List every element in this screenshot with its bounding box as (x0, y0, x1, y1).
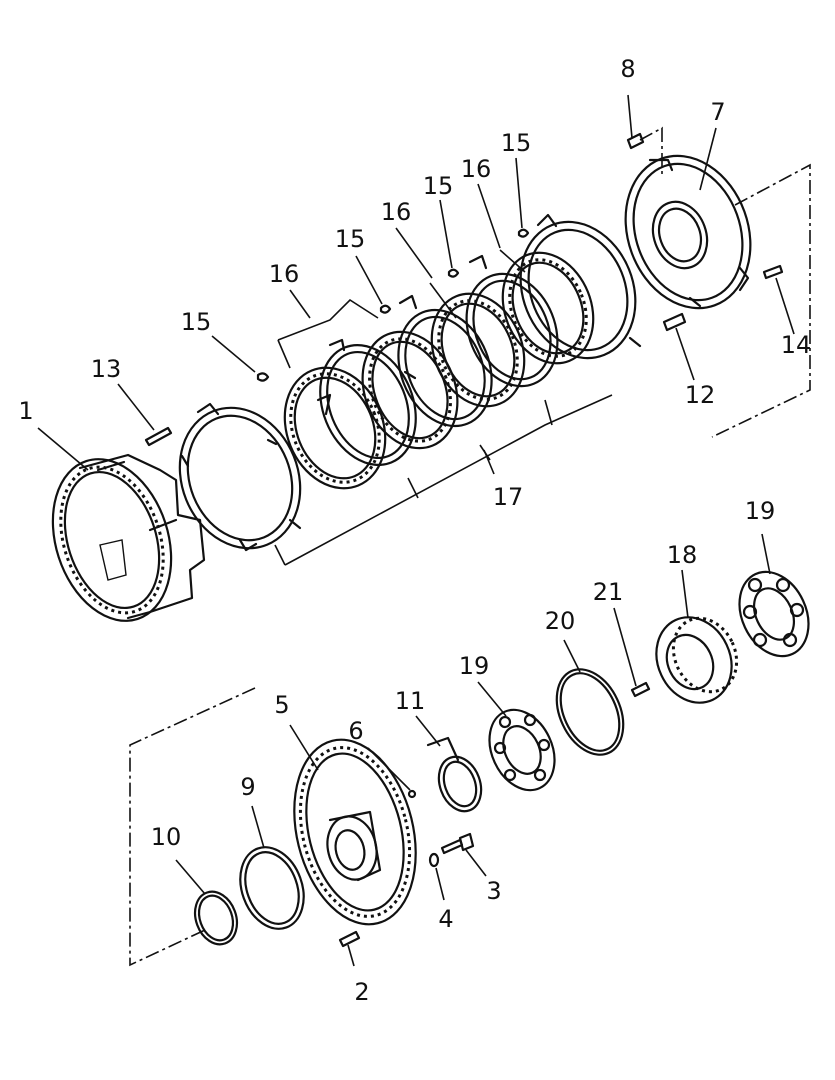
label-part-5: 5 (274, 691, 289, 719)
leader-1 (37, 427, 89, 471)
label-part-4: 4 (438, 905, 453, 933)
leader-15a (211, 335, 256, 373)
lower-assembly-boundary (129, 687, 256, 967)
label-part-21: 21 (593, 578, 624, 606)
part-5-carrier (293, 738, 417, 926)
clutch-disc-7 (501, 251, 595, 365)
label-part-9: 9 (240, 773, 255, 801)
separator-plate-right (519, 213, 642, 360)
part-18-gear-hub (655, 616, 739, 704)
label-part-16-b: 16 (381, 198, 412, 226)
label-part-3: 3 (486, 877, 501, 905)
leader-20 (563, 639, 581, 673)
label-part-15-c: 15 (423, 172, 454, 200)
part-11-seal-ring (426, 736, 483, 813)
leader-11 (415, 715, 441, 747)
label-part-18: 18 (667, 541, 698, 569)
part-9-o-ring (239, 846, 305, 930)
leader-15d (515, 157, 523, 229)
leader-8 (627, 94, 633, 139)
leader-16c (477, 183, 501, 249)
bracket-16-drop (277, 339, 291, 369)
bracket-16-mid (429, 282, 457, 319)
label-part-6: 6 (348, 717, 363, 745)
part-15-springs (379, 228, 530, 314)
leader-5 (289, 724, 319, 771)
part-13-pin (144, 426, 173, 447)
leader-15b (355, 255, 383, 305)
leader-6 (367, 747, 411, 791)
clutch-plate-6 (465, 254, 559, 388)
label-part-15-d: 15 (501, 129, 532, 157)
leader-9 (251, 805, 265, 849)
bracket-17-b (407, 477, 419, 499)
leader-3 (465, 849, 487, 877)
part-2-pin (338, 930, 361, 948)
label-part-19-a: 19 (459, 652, 490, 680)
label-part-8: 8 (620, 55, 635, 83)
leader-19b (761, 533, 771, 575)
clutch-disc-5 (430, 292, 526, 408)
part-20-snap-ring (555, 668, 625, 756)
part-15-spring-1 (256, 372, 270, 382)
leader-18 (681, 569, 689, 619)
bracket-17-d (544, 399, 553, 426)
upper-assembly-boundary (639, 126, 663, 178)
leader-16b (395, 227, 433, 279)
part-14-pin (762, 264, 784, 280)
leader-10 (175, 859, 206, 895)
part-19-bearing-left (488, 708, 556, 792)
part-19-bearing-right (738, 570, 810, 658)
label-part-12: 12 (685, 381, 716, 409)
separator-plate-left (178, 402, 302, 552)
part-6-ball (407, 789, 417, 799)
label-part-16-c: 16 (461, 155, 492, 183)
leader-4 (435, 867, 445, 901)
label-part-15-a: 15 (181, 308, 212, 336)
part-21-pin (630, 681, 651, 698)
clutch-plate-2 (319, 338, 417, 467)
label-part-19-b: 19 (745, 497, 776, 525)
part-10-o-ring (193, 890, 239, 946)
leader-21 (613, 607, 637, 687)
label-part-14: 14 (781, 331, 812, 359)
bracket-16-right (499, 249, 526, 273)
leader-12 (675, 327, 695, 381)
label-part-20: 20 (545, 607, 576, 635)
label-part-15-b: 15 (335, 225, 366, 253)
part-1-ring-gear-housing (51, 453, 206, 622)
label-part-2: 2 (354, 978, 369, 1006)
bracket-16-left (277, 298, 379, 341)
part-8-bolt (626, 132, 645, 150)
clutch-disc-1 (283, 366, 387, 490)
leader-14 (775, 277, 795, 335)
leader-17 (483, 449, 495, 475)
leader-15c (439, 199, 453, 269)
label-part-10: 10 (151, 823, 182, 851)
label-part-16-a: 16 (269, 260, 300, 288)
label-part-13: 13 (91, 355, 122, 383)
leader-13 (117, 383, 155, 431)
part-3-bolt (440, 832, 475, 855)
part-7-piston (624, 154, 752, 310)
part-4-washer (428, 852, 440, 868)
label-part-11: 11 (395, 687, 426, 715)
leader-19a (477, 681, 507, 717)
leader-16a (289, 289, 311, 319)
label-part-17: 17 (493, 483, 524, 511)
leader-7 (699, 127, 717, 191)
label-part-7: 7 (710, 98, 725, 126)
upper-right-boundary (711, 163, 811, 438)
bracket-17-a (274, 544, 286, 566)
clutch-plate-4 (397, 294, 493, 428)
label-part-1: 1 (18, 397, 33, 425)
part-12-plug (662, 312, 687, 332)
bracket-17 (284, 394, 613, 566)
leader-2 (347, 944, 355, 967)
